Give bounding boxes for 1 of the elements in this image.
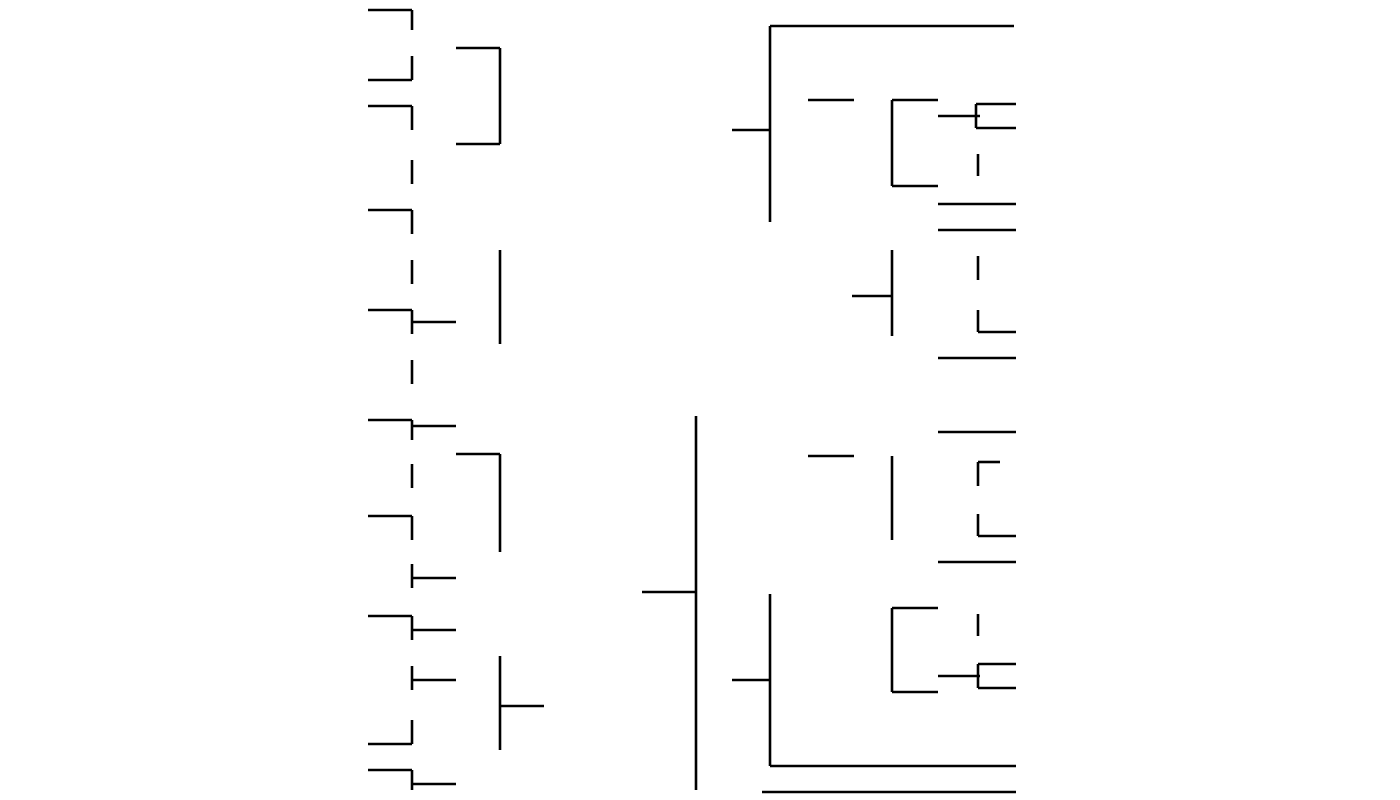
bracket-drawing [366, 8, 1020, 794]
